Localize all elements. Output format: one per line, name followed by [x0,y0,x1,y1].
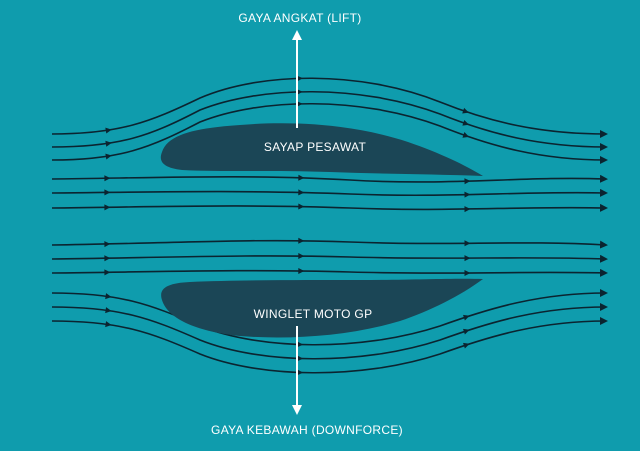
airplane-wing-label: SAYAP PESAWAT [263,140,367,154]
lower-streamlines [51,237,608,376]
flow-direction-arrow [296,88,303,95]
flow-direction-arrow [105,307,112,314]
flow-direction-arrow [104,255,111,262]
streamline [51,203,608,212]
streamline [51,174,608,183]
flow-direction-arrow [296,369,304,376]
flow-direction-arrow [104,269,111,276]
flow-direction-arrow [105,153,112,160]
flow-direction-arrow [298,189,305,196]
flow-direction-arrow [104,175,111,182]
streamline [51,268,608,277]
downforce-arrow [292,326,302,415]
streamline [51,303,608,360]
streamline [51,289,608,346]
flow-direction-arrow [104,204,111,211]
streamline [51,102,608,164]
flow-direction-arrow [464,206,471,213]
flow-direction-arrow [298,237,305,244]
flow-direction-arrow [463,314,470,321]
flow-direction-arrow [296,341,304,348]
lift-arrow [292,30,302,128]
upper-streamlines [51,75,608,213]
flow-direction-arrow [104,241,111,248]
motogp-winglet-label: WINGLET MOTO GP [253,307,373,321]
streamline [51,317,608,374]
flow-direction-arrow [464,270,471,277]
flow-direction-arrow [296,100,303,107]
flow-direction-arrow [464,178,471,185]
flow-direction-arrow [463,342,470,349]
flow-direction-arrow [105,140,112,147]
arrow-up-icon [292,30,302,40]
flow-direction-arrow [464,255,471,262]
lift-label: GAYA ANGKAT (LIFT) [238,11,362,25]
streamline [51,188,608,197]
streamline [51,254,608,263]
flow-direction-arrow [464,191,471,198]
flow-direction-arrow [104,189,111,196]
motogp-winglet-airfoil [161,278,483,338]
flow-direction-arrow [464,240,471,247]
flow-direction-arrow [298,174,305,181]
flow-direction-arrow [296,75,303,82]
downforce-label: GAYA KEBAWAH (DOWNFORCE) [211,423,403,437]
arrow-down-icon [292,405,302,415]
flow-direction-arrow [296,355,304,362]
flow-direction-arrow [462,119,470,126]
flow-direction-arrow [298,253,305,260]
flow-direction-arrow [105,127,112,134]
streamline [51,90,608,151]
streamline [51,77,608,138]
airplane-wing-airfoil [160,123,483,176]
flow-direction-arrow [298,203,305,210]
flow-direction-arrow [462,107,469,114]
flow-direction-arrow [105,321,112,328]
flow-direction-arrow [105,293,112,300]
flow-direction-arrow [462,132,470,138]
flow-direction-arrow [463,328,470,335]
streamline [51,239,608,249]
flow-direction-arrow [298,267,305,274]
